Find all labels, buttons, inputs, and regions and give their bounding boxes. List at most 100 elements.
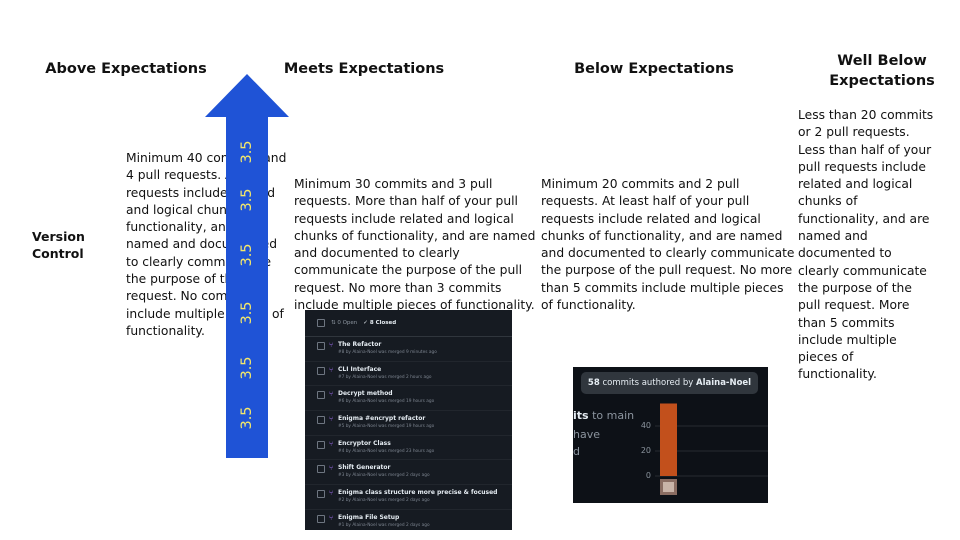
arrow-score-label: 3.5 [239,243,255,267]
open-filter[interactable]: ⇅ 0 Open [331,320,358,326]
cell-well-below-expectations: Less than 20 commits or 2 pull requests. L… [798,107,948,384]
above-line: functionality. [126,323,205,338]
pr-checkbox[interactable] [317,416,325,425]
y-tick-label: 0 [645,471,651,480]
below-line: requests. At least half of your pull [541,194,750,209]
well-below-line: the purpose of the [798,280,912,295]
below-line: Minimum 20 commits and 2 pull [541,177,740,191]
well-below-line: pull request. More [798,298,910,313]
well-below-line: chunks of [798,194,858,209]
pr-title[interactable]: Enigma class structure more precise & fo… [338,489,498,497]
pr-row[interactable]: ⑂ Enigma class structure more precise & f… [305,485,512,510]
y-tick-label: 40 [640,421,651,430]
well-below-line: related and logical [798,177,913,192]
above-line: request. No commits [126,289,255,304]
merged-icon: ⑂ [329,464,334,473]
pr-row[interactable]: ⑂ Enigma #encrypt refactor#5 by Alaina-No… [305,411,512,436]
pr-checkbox[interactable] [317,440,325,449]
well-below-line: pull requests include [798,159,926,174]
pr-row[interactable]: ⑂ Shift Generator#3 by Alaina-Noel was me… [305,460,512,486]
pr-meta: #2 by Alaina-Noel was merged 2 days ago [338,498,430,504]
below-line: chunks of functionality, and are named [541,228,783,243]
pr-row[interactable]: ⑂The Refactor#8 by Alaina-Noel was merge… [305,337,512,362]
below-line: than 5 commits include multiple pieces [541,280,784,295]
arrow-score-label: 3.5 [239,140,255,164]
pr-checkbox[interactable] [317,465,325,474]
arrow-score-label: 3.5 [239,301,255,325]
merged-icon: ⑂ [329,513,334,522]
up-arrow-shape [205,74,289,458]
pr-row[interactable]: ⑂ Enigma File Setup#1 by Alaina-Noel was … [305,510,512,530]
merged-icon: ⑂ [329,415,334,424]
cell-below-expectations: Minimum 20 commits and 2 pull requests. A… [541,176,799,314]
well-below-line: pieces of [798,350,854,365]
well-below-line: than 5 commits [798,315,895,330]
pr-checkbox[interactable] [317,342,325,350]
arrow-score-label: 3.5 [239,188,255,212]
meets-line: requests. More than half of your pull [294,194,518,209]
partial-text-line-2: have [573,428,600,441]
pr-meta: #6 by Alaina-Noel was merged 19 hours ag… [338,399,435,405]
above-line: functionality, and are [126,220,258,235]
row-label-version-control: Version Control [32,229,85,261]
arrow-score-label: 3.5 [239,356,255,380]
check-icon: ✓ [363,320,368,326]
commits-tooltip: 58 commits authored by Alaina-Noel [581,372,758,394]
commits-bar-chart [655,403,768,495]
pr-row[interactable]: ⑂ CLI Interface#7 by Alaina-Noel was merg… [305,362,512,387]
meets-line: request. No more than 3 commits [294,280,502,295]
pr-meta: #3 by Alaina-Noel was merged 2 days ago [338,473,430,479]
pr-checkbox[interactable] [317,490,325,499]
closed-filter[interactable]: ✓ 8 Closed [363,320,397,326]
select-all-checkbox[interactable] [317,319,325,327]
below-line: and documented to clearly communicate [541,246,795,261]
below-line: requests include related and logical [541,211,761,226]
below-line: the purpose of the pull request. No more [541,263,793,278]
meets-line: and documented to clearly [294,246,460,261]
pr-meta: #1 by Alaina-Noel was merged 2 days ago [338,522,430,528]
pr-meta: #5 by Alaina-Noel was merged 19 hours ag… [338,424,435,430]
pr-checkbox[interactable] [317,391,325,400]
merged-icon: ⑂ [329,390,334,399]
pr-open-icon: ⇅ [331,320,336,326]
pr-title[interactable]: CLI Interface [338,365,382,373]
partial-text-line-1: its to main [573,409,635,422]
pr-meta: #8 by Alaina-Noel was merged 9 minutes a… [338,350,437,355]
pr-title[interactable]: The Refactor [338,341,382,348]
commit-bar [660,403,677,476]
meets-line: chunks of functionality, and are named [294,228,536,243]
well-below-line: documented to [798,246,892,261]
meets-line: Minimum 30 commits and 3 pull [294,177,493,191]
cell-meets-expectations: Minimum 30 commits and 3 pull requests. M… [294,176,539,314]
pr-title[interactable]: Encryptor Class [338,439,391,447]
pr-title[interactable]: Decrypt method [338,390,393,398]
merged-icon: ⑂ [329,365,334,374]
commits-graph-screenshot: 58 commits authored by Alaina-Noel its t… [573,367,768,503]
merged-icon: ⑂ [329,489,334,498]
pr-title[interactable]: Enigma #encrypt refactor [338,415,426,423]
pr-checkbox[interactable] [317,366,325,375]
above-line: and logical chunks of [126,202,257,217]
merged-icon: ⑂ [329,439,334,448]
well-below-line: named and [798,229,868,244]
arrow-score-label: 3.5 [239,406,255,430]
well-below-line: include multiple [798,332,897,347]
meets-line: include multiple pieces of functionality… [294,298,535,313]
pull-requests-screenshot: ⇅ 0 Open ✓ 8 Closed ⑂The Refactor#8 by A… [305,310,512,530]
well-below-line: Less than half of your [798,142,932,157]
pr-title[interactable]: Shift Generator [338,464,391,472]
header-well-below-expectations: Well Below Expectations [829,53,935,89]
pr-checkbox[interactable] [317,514,325,523]
header-meets-expectations: Meets Expectations [283,61,445,77]
pr-meta: #7 by Alaina-Noel was merged 2 hours ago [338,374,432,380]
well-below-line: Less than 20 commits [798,108,934,122]
pr-row[interactable]: ⑂Encryptor Class#4 by Alaina-Noel was me… [305,436,512,461]
well-below-line: or 2 pull requests. [798,125,910,140]
header-above-expectations: Above Expectations [45,61,207,77]
well-below-line: functionality. [798,367,877,382]
partial-text-line-3: d [573,445,580,458]
well-below-line: clearly communicate [798,263,927,278]
pr-row[interactable]: ⑂ Decrypt method#6 by Alaina-Noel was mer… [305,386,512,412]
header-below-expectations: Below Expectations [574,61,734,77]
pr-title[interactable]: Enigma File Setup [338,513,400,521]
